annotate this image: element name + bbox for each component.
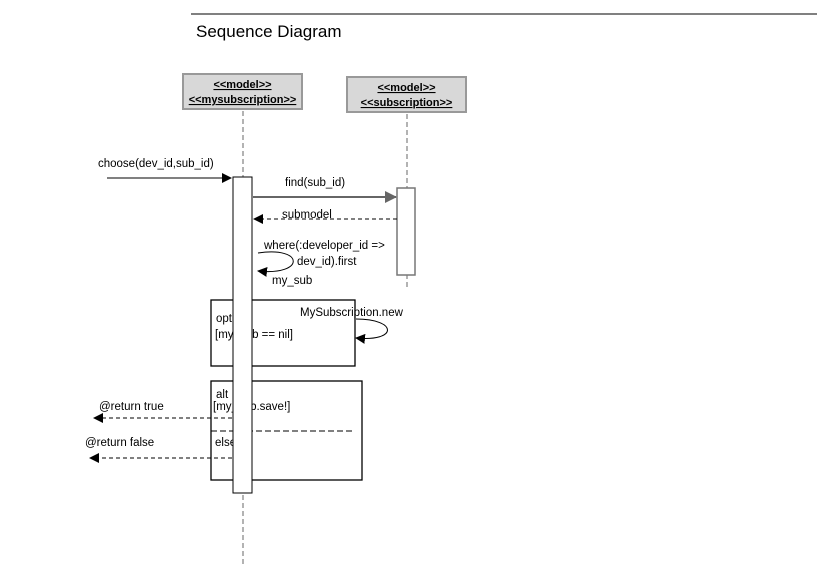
- message-where-self-call[interactable]: where(:developer_id => dev_id).first my_…: [257, 240, 385, 287]
- alt-keyword: alt: [216, 389, 229, 401]
- message-find[interactable]: find(sub_id): [253, 177, 397, 203]
- alt-else-label: else: [215, 437, 236, 449]
- opt-keyword: opt: [216, 313, 233, 325]
- participant-subscription-name: <<subscription>>: [361, 97, 453, 109]
- message-return-true-label: @return true: [99, 401, 164, 413]
- message-where-label-line1: where(:developer_id =>: [263, 240, 385, 252]
- participant-mysubscription-name: <<mysubscription>>: [189, 94, 297, 106]
- participant-subscription[interactable]: <<model>> <<subscription>>: [346, 76, 467, 113]
- message-return-false[interactable]: @return false: [85, 437, 232, 463]
- message-return-false-label: @return false: [85, 437, 154, 449]
- message-choose-label: choose(dev_id,sub_id): [98, 158, 214, 170]
- message-submodel-label: submodel: [282, 209, 332, 221]
- activation-mysubscription: [232, 176, 253, 494]
- participant-mysubscription-stereotype: <<model>>: [213, 79, 271, 91]
- message-return-true[interactable]: @return true: [93, 401, 232, 423]
- message-new-label: MySubscription.new: [300, 307, 404, 319]
- message-my-sub-label: my_sub: [272, 275, 312, 287]
- message-new-self-call[interactable]: MySubscription.new: [300, 307, 404, 344]
- participant-subscription-stereotype: <<model>>: [377, 82, 435, 94]
- activation-subscription: [396, 187, 416, 276]
- message-where-label-line2: dev_id).first: [297, 256, 357, 268]
- participant-mysubscription[interactable]: <<model>> <<mysubscription>>: [182, 73, 303, 110]
- message-find-label: find(sub_id): [285, 177, 345, 189]
- message-choose[interactable]: choose(dev_id,sub_id): [98, 158, 232, 183]
- message-submodel-return[interactable]: submodel: [253, 209, 397, 224]
- diagram-title: Sequence Diagram: [196, 22, 342, 41]
- opt-guard: [my_sub == nil]: [215, 329, 293, 341]
